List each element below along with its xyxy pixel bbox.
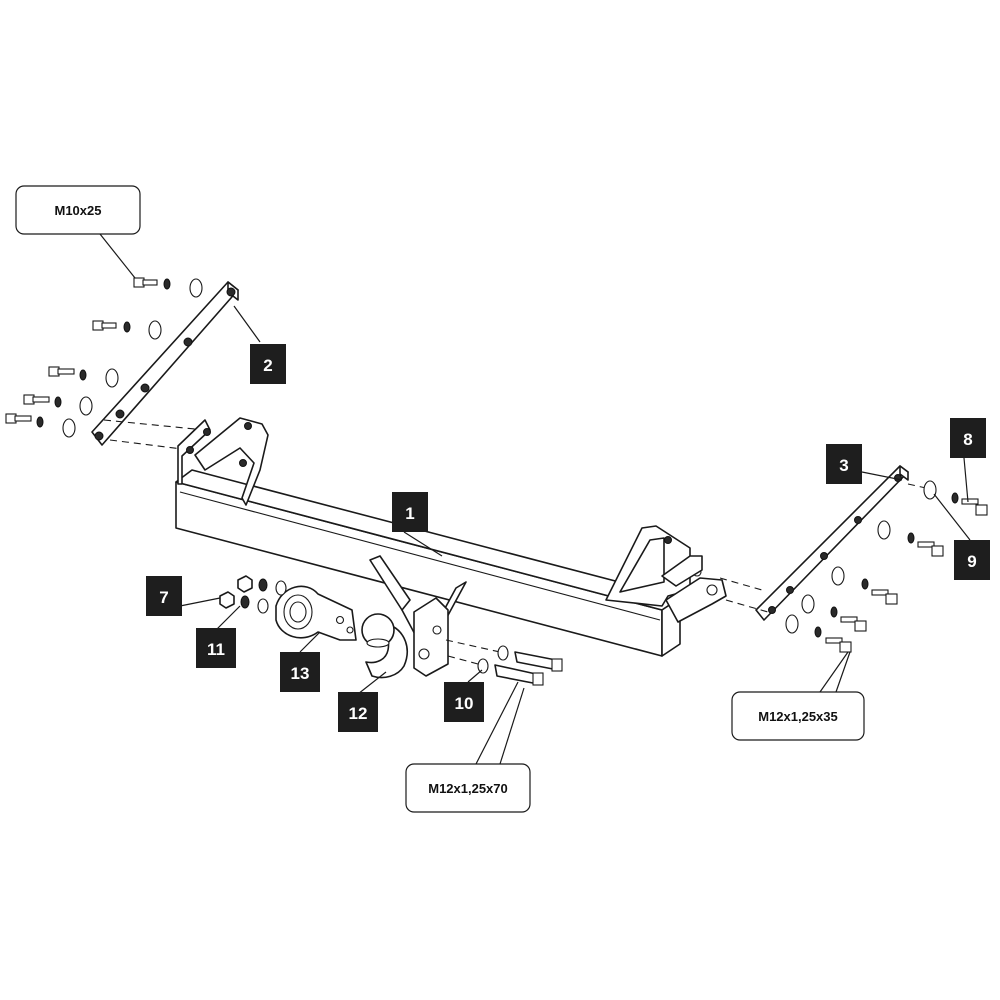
badge-part-10-text: 10 [455, 694, 474, 713]
badge-part-11: 11 [196, 628, 236, 668]
socket-plate [275, 585, 357, 641]
main-crossbar [175, 417, 727, 657]
badge-part-12: 12 [338, 692, 378, 732]
socket-fasteners [219, 575, 287, 614]
badge-part-11-text: 11 [207, 640, 225, 659]
callout-m12x125x35: M12x1,25x35 [731, 691, 865, 741]
badge-part-2: 2 [250, 344, 286, 384]
right-bolt-set [785, 480, 988, 653]
callout-m10x25-text: M10x25 [55, 203, 102, 218]
badge-part-7-text: 7 [159, 588, 168, 607]
left-alignment-lines [103, 419, 206, 451]
left-mounting-plate [91, 281, 239, 446]
callout-m12x125x70: M12x1,25x70 [405, 763, 531, 813]
tow-ball-mount [361, 555, 467, 679]
badge-part-8: 8 [950, 418, 986, 458]
callout-m10x25: M10x25 [15, 185, 141, 235]
ball-mount-bolt-set [445, 639, 563, 686]
right-mounting-plate [755, 465, 909, 621]
badge-part-10: 10 [444, 682, 484, 722]
right-alignment-lines [719, 483, 927, 613]
badge-part-9-text: 9 [967, 552, 976, 571]
badge-part-3-text: 3 [839, 456, 848, 475]
callout-m12x125x70-text: M12x1,25x70 [428, 781, 508, 796]
badge-part-13-text: 13 [291, 664, 310, 683]
badge-part-13: 13 [280, 652, 320, 692]
badge-part-1: 1 [392, 492, 428, 532]
badge-part-1-text: 1 [405, 504, 414, 523]
badge-part-12-text: 12 [349, 704, 368, 723]
left-bolt-set [5, 277, 203, 438]
badge-part-3: 3 [826, 444, 862, 484]
badge-part-7: 7 [146, 576, 182, 616]
callout-m12x125x35-text: M12x1,25x35 [758, 709, 838, 724]
leader-lines [99, 233, 971, 765]
badge-part-2-text: 2 [263, 356, 272, 375]
badge-part-9: 9 [954, 540, 990, 580]
badge-part-8-text: 8 [963, 430, 972, 449]
